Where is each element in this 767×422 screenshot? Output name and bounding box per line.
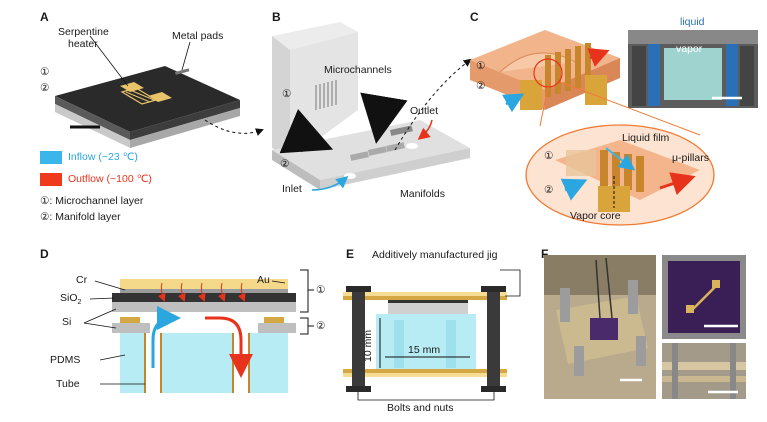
a-mark-2: ② [40, 82, 50, 94]
inlet-arrow [311, 176, 349, 191]
b-mark-1: ① [282, 88, 292, 100]
vapor-core-label: Vapor core [570, 210, 621, 222]
bolts-bracket [357, 392, 495, 401]
c-zoom-mark-1: ① [544, 150, 554, 162]
b-mark-2: ② [280, 158, 290, 170]
serpentine-label: Serpentine [58, 26, 109, 38]
c-outflow-arrow [587, 48, 610, 67]
manifold-legend-label: ②: Manifold layer [40, 211, 121, 223]
serpentine-leader [89, 35, 129, 87]
sio2-label: SiO2 [60, 292, 82, 307]
heat-arrows [158, 282, 246, 302]
vapor-label: vapor [676, 43, 703, 55]
outflow-legend-label: Outflow (~100 ℃) [68, 173, 152, 185]
d-mark-1: ① [316, 284, 326, 296]
panel-letter-f: F [541, 247, 549, 261]
c-mark-2: ② [476, 80, 486, 92]
zoom-outflow-arrow [659, 172, 696, 196]
panel-letter-a: A [40, 10, 49, 24]
sem-inset [628, 30, 758, 108]
bracket-2 [300, 317, 314, 335]
b-to-c-arrow [394, 58, 472, 151]
inflow-legend-label: Inflow (~23 ℃) [68, 151, 138, 163]
dim-10mm-label: 10 mm [362, 329, 374, 362]
jig-leader [500, 269, 521, 297]
manifold-illustration [272, 22, 470, 190]
d-inflow-arrow [151, 306, 181, 368]
fold-arrow-bottom [279, 109, 334, 154]
metal-pads-leader [181, 41, 191, 71]
mu-pillars-label: μ-pillars [672, 152, 709, 164]
pdms-label: PDMS [50, 354, 81, 366]
zoom-line-right [559, 81, 701, 136]
microchannels-label: Microchannels [324, 64, 392, 76]
inlet-label: Inlet [282, 183, 302, 195]
heater-label: heater [68, 38, 98, 50]
microchannel-legend-label: ①: Microchannel layer [40, 195, 144, 207]
d-outflow-arrow [205, 316, 253, 378]
au-label: Au [257, 274, 270, 286]
bolts-label: Bolts and nuts [387, 402, 454, 414]
jig-label: Additively manufactured jig [372, 249, 498, 261]
metal-pads-label: Metal pads [172, 30, 224, 42]
manifolds-label: Manifolds [400, 188, 445, 200]
panel-letter-c: C [470, 10, 479, 24]
outlet-label: Outlet [410, 105, 439, 117]
d-mark-2: ② [316, 320, 326, 332]
c-zoom-mark-2: ② [544, 184, 554, 196]
cross-section [112, 279, 296, 393]
si-label: Si [62, 316, 72, 328]
inflow-swatch [40, 151, 62, 164]
panel-letter-b: B [272, 10, 281, 24]
tube-label: Tube [56, 378, 80, 390]
d-leaders [83, 280, 286, 385]
photo-chip [662, 255, 746, 339]
pillar-array-illustration [470, 30, 620, 110]
microchannel-lines [315, 80, 337, 110]
liquid-film-label: Liquid film [622, 132, 670, 144]
liquid-label: liquid [680, 16, 705, 28]
fold-arrow-top [360, 92, 408, 144]
cr-label: Cr [76, 274, 88, 286]
c-inflow-arrow [502, 93, 525, 113]
bracket-1 [300, 269, 314, 313]
a-to-b-arrow [204, 119, 264, 136]
outflow-swatch [40, 173, 62, 186]
a-mark-1: ① [40, 66, 50, 78]
outlet-arrow [417, 119, 433, 140]
zoom-inflow-arrow [560, 178, 588, 201]
c-mark-1: ① [476, 60, 486, 72]
dim-15mm-label: 15 mm [408, 344, 441, 356]
panel-letter-d: D [40, 247, 49, 261]
photo-side-view [662, 343, 746, 399]
zoom-line-left [539, 86, 549, 127]
panel-letter-e: E [346, 247, 355, 261]
photo-assembled-device [544, 255, 656, 399]
chip-illustration [55, 66, 240, 148]
jig-illustration [343, 286, 507, 392]
film-arrow [605, 147, 636, 171]
